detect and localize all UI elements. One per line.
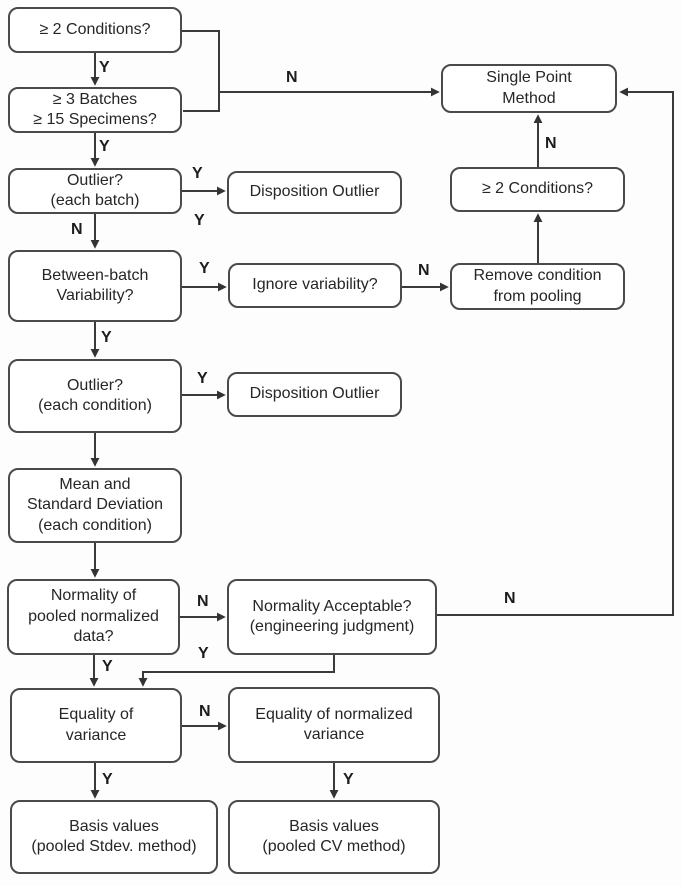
node-outlier-each-batch: Outlier? (each batch) xyxy=(8,168,182,214)
node-label: Outlier? (each batch) xyxy=(50,171,140,209)
node-label: Normality Acceptable? (engineering judgm… xyxy=(249,597,415,635)
edge-norm-accept-to-single-point xyxy=(437,87,674,616)
node-equality-of-variance: Equality of variance xyxy=(10,688,182,763)
node-label: Basis values (pooled Stdev. method) xyxy=(31,817,197,855)
node-disposition-outlier-1: Disposition Outlier xyxy=(227,171,402,214)
node-ignore-variability: Ignore variability? xyxy=(228,263,402,308)
node-label: Remove condition from pooling xyxy=(473,267,602,305)
node-normality-of-pooled-normalized-data: Normality of pooled normalized data? xyxy=(7,579,180,655)
node-label: Basis values (pooled CV method) xyxy=(262,817,406,855)
node-label: Disposition Outlier xyxy=(249,183,380,201)
edge-label-n-eq-var-eq-norm: N xyxy=(199,703,211,720)
node-basis-values-pooled-stdev: Basis values (pooled Stdev. method) xyxy=(10,800,218,874)
node-label: Outlier? (each condition) xyxy=(38,376,152,414)
edge-label-y-between-ignore: Y xyxy=(199,260,210,277)
edge-label-y-stray: Y xyxy=(194,212,205,229)
node-label: Ignore variability? xyxy=(252,276,378,294)
node-equality-of-normalized-variance: Equality of normalized variance xyxy=(228,687,440,763)
edge-label-n-outlier-batch-between: N xyxy=(71,221,83,238)
node-ge-3-batches-15-specimens: ≥ 3 Batches ≥ 15 Specimens? xyxy=(8,87,182,133)
edge-label-y-outlier-batch-disposition: Y xyxy=(192,165,203,182)
edge-label-n-cond2b-single-point: N xyxy=(545,135,557,152)
edge-label-y-outlier-cond-disposition: Y xyxy=(197,370,208,387)
edge-label-y-eq-norm-basis: Y xyxy=(343,771,354,788)
edge-label-y-acceptable-eq-var: Y xyxy=(198,645,209,662)
edge-label-n-acceptable-single-point: N xyxy=(504,590,516,607)
node-label: Between-batch Variability? xyxy=(41,266,149,304)
edge-label-n-ignore-remove: N xyxy=(418,262,430,279)
edge-label-y-batches-outlier: Y xyxy=(99,138,110,155)
node-outlier-each-condition: Outlier? (each condition) xyxy=(8,359,182,433)
edge-label-y-cond2-batches: Y xyxy=(99,59,110,76)
node-label: Normality of pooled normalized data? xyxy=(28,587,159,646)
node-label: ≥ 2 Conditions? xyxy=(481,180,594,198)
node-single-point-method: Single Point Method xyxy=(441,64,617,113)
edge-label-y-between-outlier-cond: Y xyxy=(101,329,112,346)
edge-cond2-batches-bracket xyxy=(182,30,220,112)
node-mean-and-standard-deviation: Mean and Standard Deviation (each condit… xyxy=(8,468,182,543)
node-label: Equality of normalized variance xyxy=(255,705,413,743)
node-remove-condition-from-pooling: Remove condition from pooling xyxy=(450,263,625,310)
node-ge-2-conditions-recheck: ≥ 2 Conditions? xyxy=(450,167,625,212)
edge-label-y-eq-var-basis: Y xyxy=(102,771,113,788)
edge-norm-accept-to-eq-var xyxy=(138,655,335,687)
node-label: Equality of variance xyxy=(58,706,134,744)
node-normality-acceptable: Normality Acceptable? (engineering judgm… xyxy=(227,579,437,655)
node-disposition-outlier-2: Disposition Outlier xyxy=(227,372,402,417)
node-label: Disposition Outlier xyxy=(249,385,380,403)
node-label: Single Point Method xyxy=(486,69,572,107)
node-label: Mean and Standard Deviation (each condit… xyxy=(26,475,164,534)
node-label: ≥ 3 Batches ≥ 15 Specimens? xyxy=(33,90,157,128)
edge-label-y-normality-eq-var: Y xyxy=(102,658,113,675)
edge-label-n-normality-acceptable: N xyxy=(197,593,209,610)
node-label: ≥ 2 Conditions? xyxy=(39,20,151,38)
node-ge-2-conditions: ≥ 2 Conditions? xyxy=(8,7,182,53)
node-between-batch-variability: Between-batch Variability? xyxy=(8,250,182,322)
edge-label-n-cond2-single-point: N xyxy=(286,69,298,86)
node-basis-values-pooled-cv: Basis values (pooled CV method) xyxy=(228,800,440,874)
